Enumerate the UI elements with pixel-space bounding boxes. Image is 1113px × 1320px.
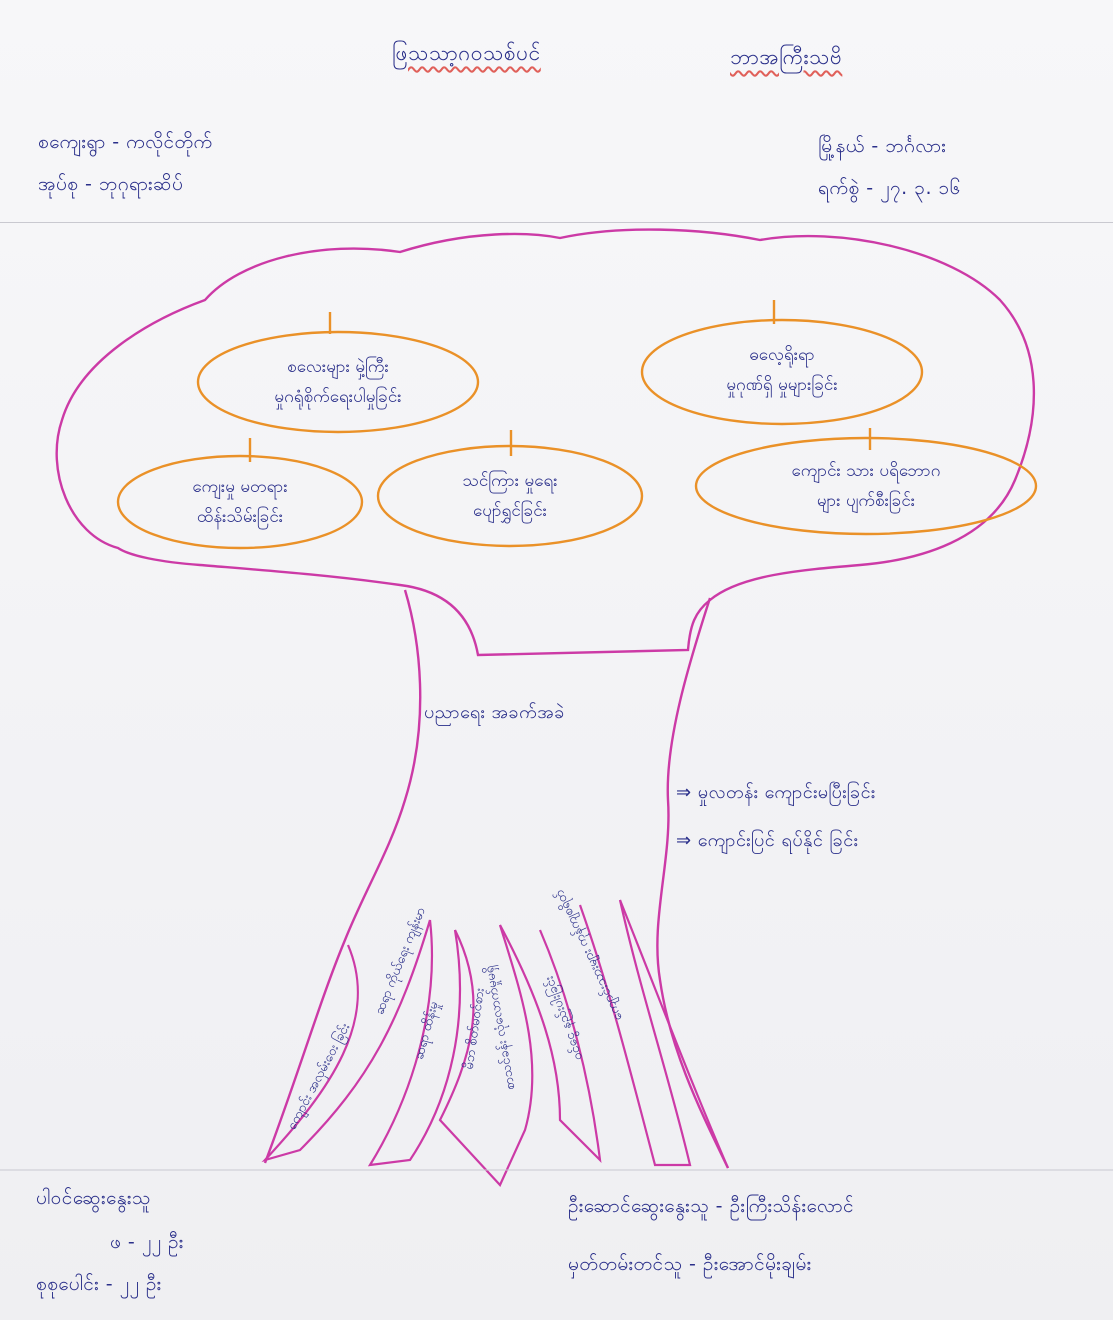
recorder-value: ဦးအောင်မိုးချမ်း [702, 1253, 812, 1275]
page-subtitle: ဘာအကြီးသဗိ [730, 45, 843, 69]
fruit-3-text: ကျေးမှု မတရား ထိန်းသိမ်းခြင်း [124, 472, 356, 532]
meta-date-value: ၂၇. ၃. ၁၆ [880, 177, 961, 199]
participants-row-2-value: ၂၂ ဦး [119, 1273, 162, 1295]
trunk-label: ပညာရေး အခက်အခဲ [424, 702, 565, 723]
fruit-2 [640, 318, 924, 426]
facilitator-row: ဦးဆောင်ဆွေးနွေးသူ - ဦးကြီးသိန်းလောင် [568, 1195, 855, 1217]
fruit-3 [116, 454, 364, 550]
fruit-4 [376, 444, 644, 548]
tree-trunk-right [656, 597, 730, 1169]
meta-group-value: ဘုဂုရားဆိပ် [98, 173, 184, 195]
facilitator-label: ဦးဆောင်ဆွေးနွေးသူ [568, 1195, 710, 1217]
participants-row-1-value: ၂၂ ဦး [141, 1231, 184, 1253]
meta-township: မြို့နယ် - ဘင်္ဂလား [818, 135, 947, 157]
fruit-5-line-1: ကျောင်း သား ပရိဘောဂ [791, 461, 941, 481]
tree-roots [261, 899, 730, 1187]
participants-row-1-label: ဖ [110, 1231, 122, 1253]
tree-canopy [55, 228, 1036, 657]
participants-row-1: ဖ - ၂၂ ဦး [110, 1231, 184, 1253]
meta-group: အုပ်စု - ဘုဂုရားဆိပ် [38, 173, 184, 195]
fruit-2-line-1: ဓလေ့ရိုးရာ [749, 345, 815, 365]
participants-title: ပါဝင်ဆွေးနွေးသူ [36, 1187, 151, 1209]
header-divider [0, 222, 1113, 223]
trunk-point-1: ⇒ မှုလတန်း ကျောင်းမပြီးခြင်း [676, 782, 876, 803]
fruit-3-line-2: ထိန်းသိမ်းခြင်း [196, 507, 284, 527]
fruit-4-text: သင်ကြား မှုရေး ပျော်ရွှင်ခြင်း [384, 466, 636, 526]
fruit-4-line-2: ပျော်ရွှင်ခြင်း [473, 501, 547, 521]
participants-row-2-label: စုစုပေါင်း [36, 1273, 100, 1295]
meta-township-value: ဘင်္ဂလား [885, 135, 947, 157]
fruits [116, 318, 1038, 550]
participants-row-2: စုစုပေါင်း - ၂၂ ဦး [36, 1273, 162, 1295]
tree-trunk-left [263, 589, 422, 1164]
fruit-5 [694, 436, 1038, 536]
meta-village-value: ကလိုင်တိုက် [126, 131, 213, 153]
meta-township-label: မြို့နယ် [818, 135, 865, 157]
recorder-label: မှတ်တမ်းတင်သူ [568, 1253, 683, 1275]
fruit-5-line-2: များ ပျက်စီးခြင်း [816, 491, 916, 511]
fruit-1-line-2: မှုဂရုံစိုက်ရေးပါမှုခြင်း [274, 387, 402, 407]
fruit-1 [196, 330, 480, 434]
meta-village-label: စကျေးရွာ [38, 131, 106, 153]
meta-village: စကျေးရွာ - ကလိုင်တိုက် [38, 131, 213, 153]
fruit-2-text: ဓလေ့ရိုးရာ မှုဂုဏ်ရှိ မှုများခြင်း [649, 340, 915, 400]
fruit-3-line-1: ကျေးမှု မတရား [192, 477, 288, 497]
recorder-row: မှတ်တမ်းတင်သူ - ဦးအောင်မိုးချမ်း [568, 1253, 812, 1275]
trunk-point-2: ⇒ ကျောင်းပြင် ရပ်နိုင် ခြင်း [676, 830, 859, 851]
page-title: ဖြသသာ့ဂဝသစ်ပင် [392, 41, 541, 65]
fruit-1-line-1: စလေးများ မှဲ့ကြီး [287, 357, 389, 377]
meta-date-label: ရက်စွဲ [818, 177, 860, 199]
fruit-1-text: စလေးများ မှဲ့ကြီး မှုဂရုံစိုက်ရေးပါမှုခြ… [205, 352, 471, 412]
facilitator-value: ဦးကြီးသိန်းလောင် [729, 1195, 855, 1217]
meta-date: ရက်စွဲ - ၂၇. ၃. ၁၆ [818, 177, 961, 199]
fruit-2-line-2: မှုဂုဏ်ရှိ မှုများခြင်း [726, 375, 838, 395]
fruit-4-line-1: သင်ကြား မှုရေး [462, 471, 558, 491]
fruit-5-text: ကျောင်း သား ပရိဘောဂ များ ပျက်စီးခြင်း [702, 456, 1030, 516]
meta-group-label: အုပ်စု [38, 173, 79, 195]
